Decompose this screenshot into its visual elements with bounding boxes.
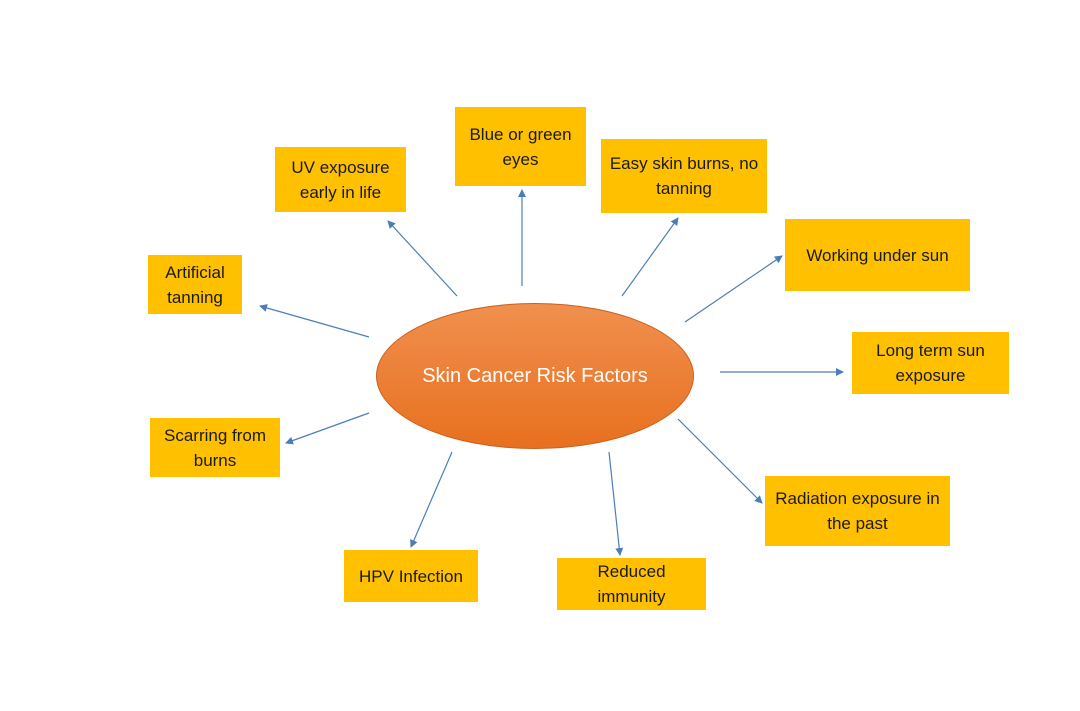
- factor-box-uv-early: UV exposure early in life: [275, 147, 406, 212]
- center-ellipse: [376, 303, 694, 449]
- arrow-to-hpv-infection: [410, 451, 453, 548]
- arrow-to-reduced-immunity: [608, 451, 624, 556]
- factor-box-blue-eyes: Blue or green eyes: [455, 107, 586, 186]
- factor-box-artificial-tanning: Artificial tanning: [148, 255, 242, 314]
- arrow-to-easy-burns: [621, 217, 679, 297]
- factor-box-radiation-exposure: Radiation exposure in the past: [765, 476, 950, 546]
- center-label: Skin Cancer Risk Factors: [422, 364, 648, 387]
- factor-box-reduced-immunity: Reduced immunity: [557, 558, 706, 610]
- arrow-to-artificial-tanning: [259, 304, 370, 338]
- factor-box-hpv-infection: HPV Infection: [344, 550, 478, 602]
- factor-box-scarring-burns: Scarring from burns: [150, 418, 280, 477]
- factor-box-working-sun: Working under sun: [785, 219, 970, 291]
- factor-box-long-term-sun: Long term sun exposure: [852, 332, 1009, 394]
- arrow-to-uv-early: [387, 220, 458, 297]
- arrow-to-scarring-burns: [285, 412, 370, 445]
- factor-box-easy-burns: Easy skin burns, no tanning: [601, 139, 767, 213]
- arrow-to-working-sun: [684, 255, 783, 323]
- arrow-to-radiation-exposure: [677, 418, 763, 504]
